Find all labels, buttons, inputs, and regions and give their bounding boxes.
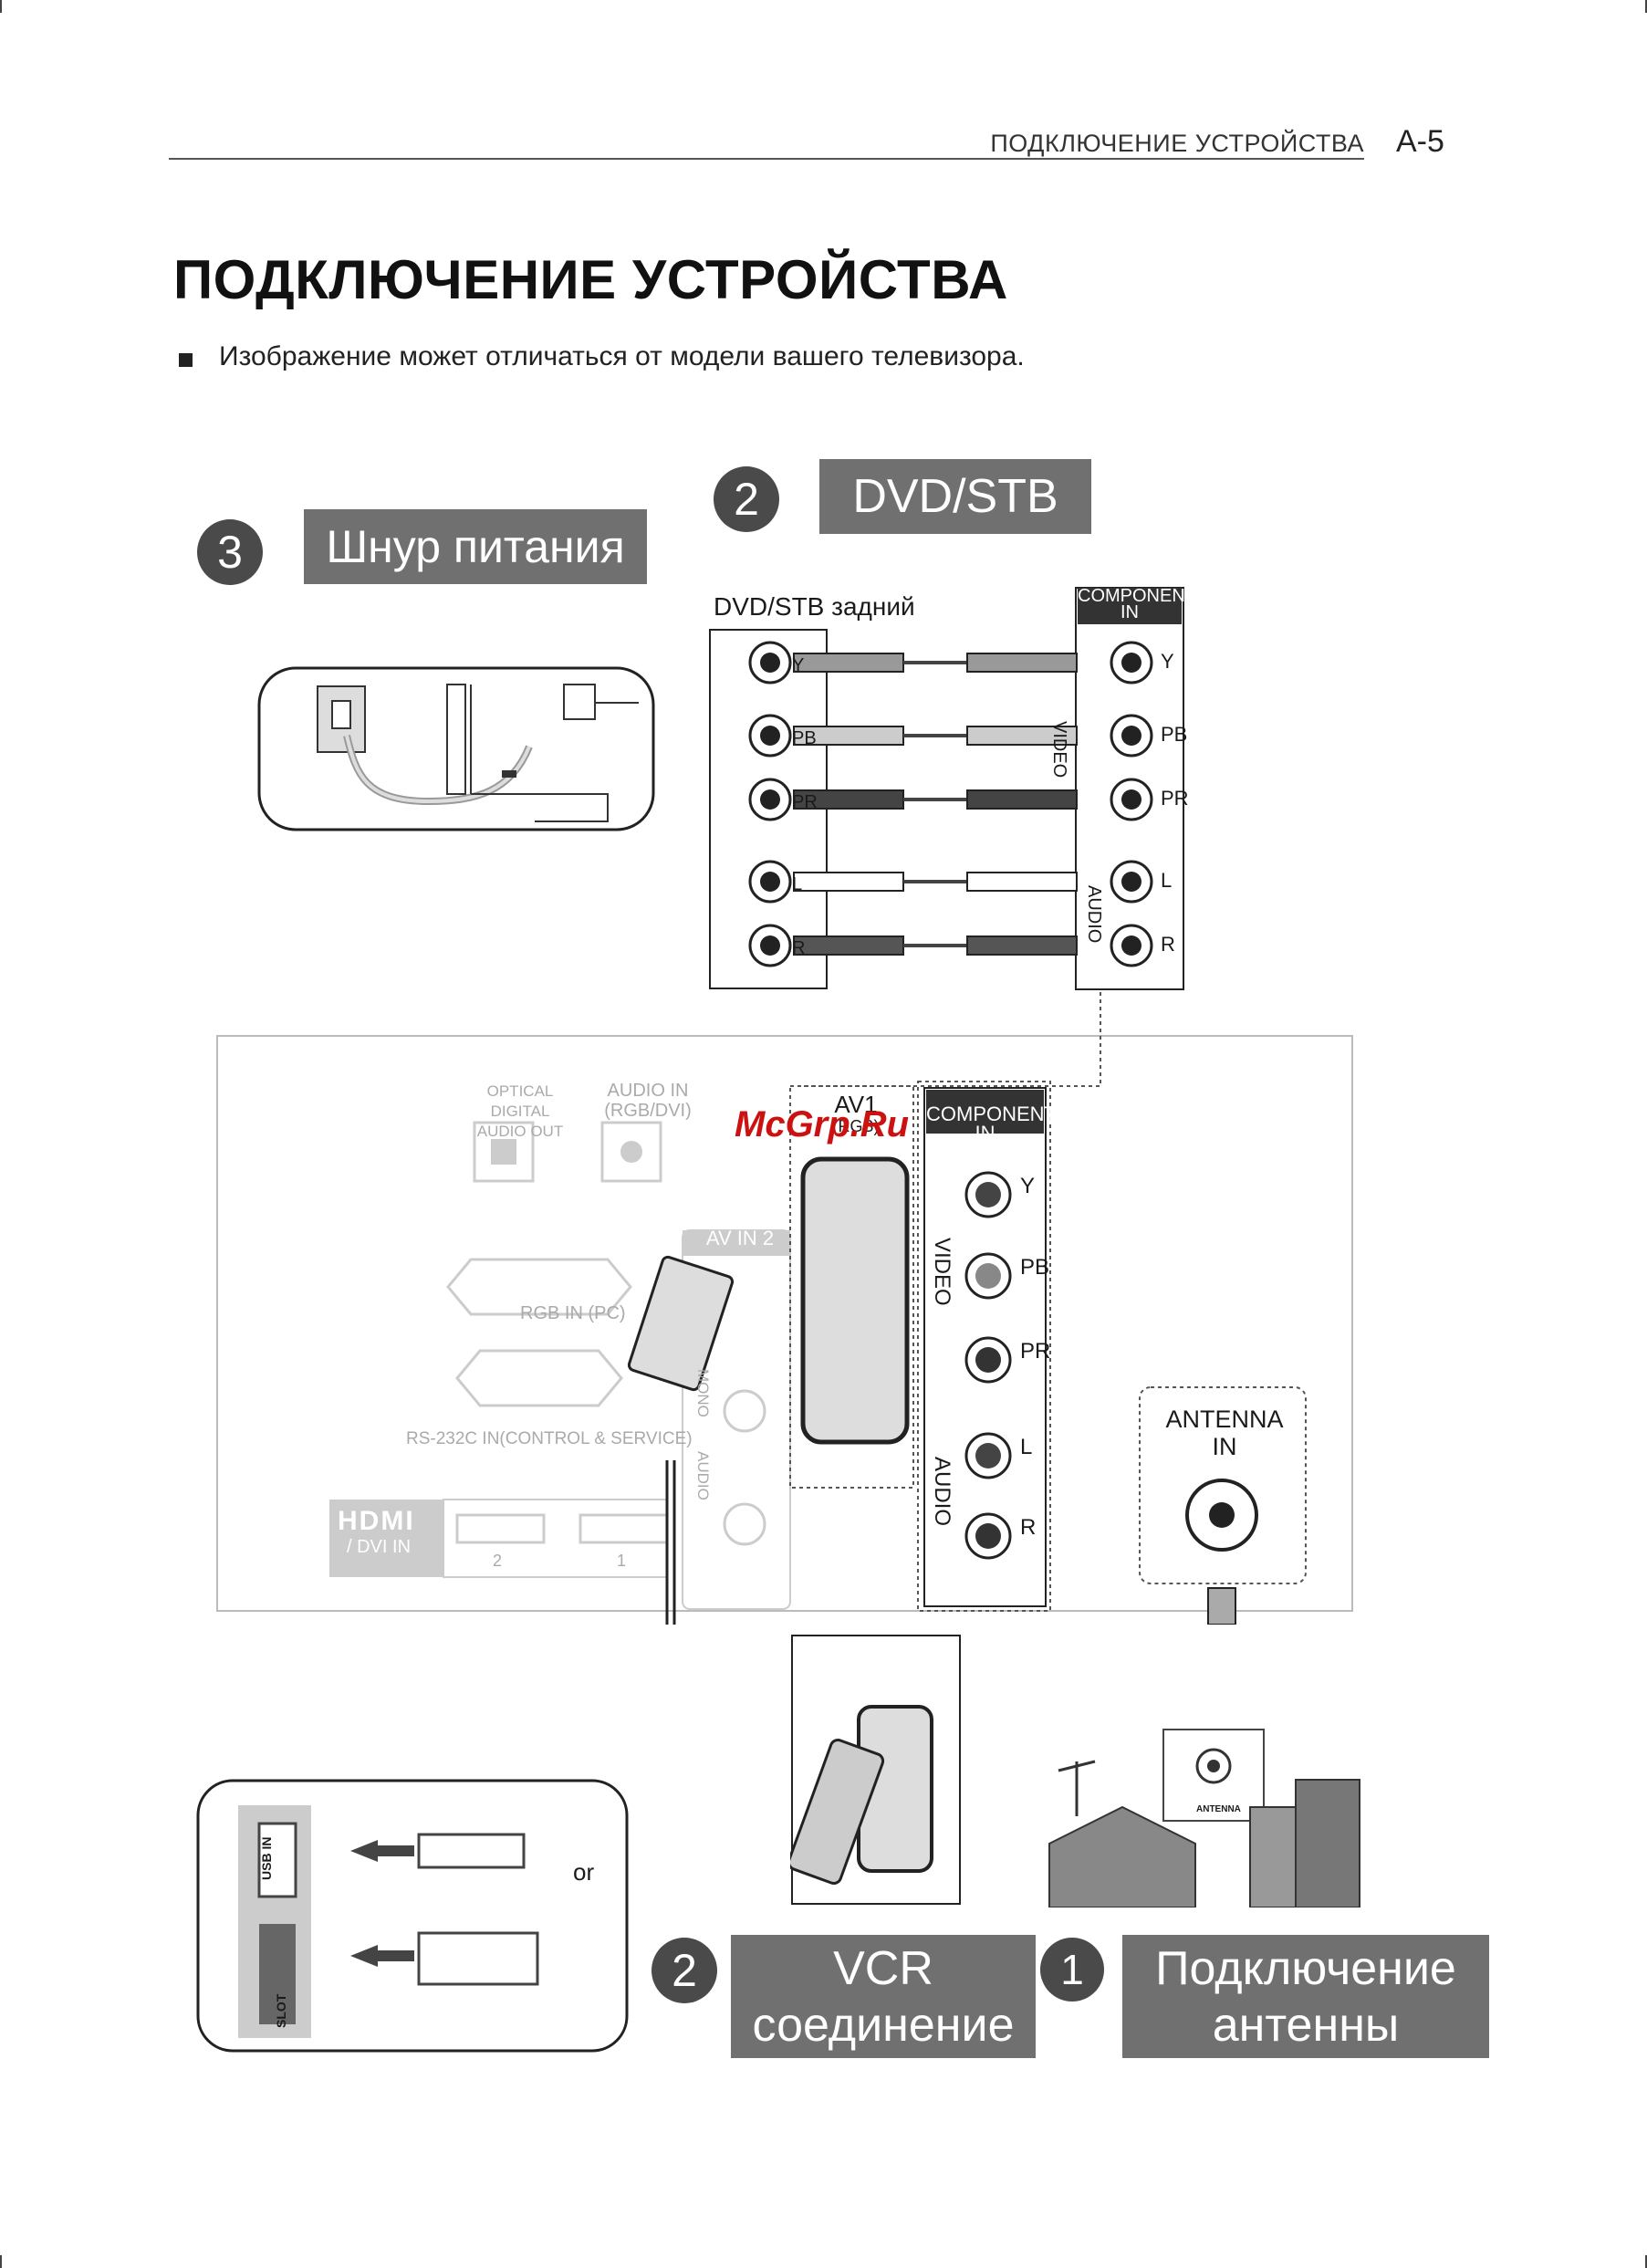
antenna-in-line2: IN: [1212, 1433, 1237, 1460]
av1-label: AV1 (RGB): [826, 1091, 886, 1137]
antenna-plate-label: ANTENNA: [1196, 1804, 1241, 1814]
dvd-port-label: PB: [792, 728, 817, 748]
component-port-label: PB: [1161, 723, 1188, 746]
memory-card-icon: [417, 1931, 539, 1986]
building-icon: [1249, 1806, 1297, 1907]
antenna-in-line1: ANTENNA: [1165, 1406, 1284, 1433]
label-power-cord: Шнур питания: [304, 509, 647, 584]
crop-mark: [1645, 0, 1647, 13]
antenna-line2: антенны: [1212, 1999, 1400, 2052]
dvd-rear-label: DVD/STB задний: [714, 592, 915, 621]
tv-component-port: PR: [1020, 1339, 1051, 1364]
rgb-in-label: RGB IN (PC): [520, 1303, 626, 1323]
header-rule: [169, 158, 1364, 160]
tv-video-label: VIDEO: [930, 1238, 954, 1306]
rs232-label: RS-232C IN(CONTROL & SERVICE): [406, 1429, 693, 1448]
audio-in-line1: AUDIO IN: [607, 1081, 689, 1101]
crop-mark: [1645, 2255, 1647, 2268]
audio-vertical-label: AUDIO: [694, 1451, 712, 1500]
label-dvd-stb: DVD/STB: [819, 459, 1091, 534]
label-vcr: VCR соединение: [731, 1935, 1036, 2058]
component-port-label: PR: [1161, 787, 1189, 810]
component-title-line1: COMPONENT: [1078, 586, 1196, 606]
tv-audio-label: AUDIO: [930, 1457, 954, 1527]
antenna-building-illustration: [1048, 1729, 1360, 1907]
optical-label-line1: OPTICAL DIGITAL: [486, 1082, 554, 1120]
dvd-port-label: R: [792, 938, 806, 958]
av1-line2: (RGB): [832, 1117, 880, 1135]
note-text: Изображение может отличаться от модели в…: [219, 341, 1025, 371]
av1-line1: AV1: [834, 1091, 878, 1118]
tv-component-title-line2: IN: [975, 1122, 995, 1144]
audio-in-label: AUDIO IN (RGB/DVI): [584, 1081, 712, 1121]
component-title-line2: IN: [1121, 602, 1139, 622]
mono-label: MONO: [694, 1369, 712, 1417]
or-label: or: [573, 1858, 595, 1886]
dvd-port-label: L: [792, 874, 803, 894]
usb-in-label: USB IN: [259, 1836, 274, 1880]
usb-slot-illustration: [196, 1779, 629, 2053]
slot-label: SLOT: [274, 1993, 288, 2028]
component-port-label: Y: [1161, 650, 1174, 673]
page-number: A-5: [1396, 124, 1444, 159]
tv-component-port: R: [1020, 1515, 1037, 1540]
crop-mark: [0, 2255, 2, 2268]
vcr-scart-illustration: [790, 1635, 961, 1905]
step-number-power: 3: [197, 519, 263, 585]
tv-rear-panel: [216, 992, 1353, 1625]
antenna-in-label: ANTENNA IN: [1141, 1406, 1308, 1460]
component-title-top: COMPONENT IN: [1078, 586, 1196, 622]
page-title: ПОДКЛЮЧЕНИЕ УСТРОЙСТВА: [173, 249, 1008, 310]
antenna-line1: Подключение: [1155, 1942, 1456, 1995]
optical-label-line2: AUDIO OUT: [476, 1123, 564, 1140]
tv-component-port: Y: [1020, 1174, 1036, 1198]
usb-plug-icon: [417, 1833, 526, 1869]
tv-component-title: COMPONENT IN: [926, 1103, 1057, 1144]
dvd-port-label: PR: [792, 792, 818, 812]
step-number-dvd: 2: [714, 466, 779, 532]
tv-component-port: PB: [1020, 1255, 1050, 1280]
hdmi-logo: HDMI: [338, 1506, 415, 1536]
watermark: McGrp.Ru: [735, 1104, 910, 1144]
video-group-label: VIDEO: [1049, 721, 1069, 779]
component-in-jacks: [1110, 641, 1153, 967]
hdmi-port-label: 2: [493, 1552, 503, 1570]
tv-component-port: L: [1020, 1435, 1033, 1459]
av-in2-label: AV IN 2: [705, 1227, 775, 1249]
dvd-jacks: [748, 641, 792, 967]
vcr-line2: соединение: [752, 1999, 1015, 2052]
component-cable-diagram: [709, 587, 1184, 990]
power-cord-illustration: [257, 666, 655, 831]
hdmi-port-label: 1: [617, 1552, 627, 1570]
tv-component-title-line1: COMPONENT: [926, 1103, 1057, 1125]
label-antenna: Подключение антенны: [1122, 1935, 1489, 2058]
audio-in-line2: (RGB/DVI): [604, 1101, 692, 1121]
component-port-label: L: [1161, 869, 1173, 892]
component-port-label: R: [1161, 933, 1175, 956]
house-icon: [1048, 1805, 1196, 1907]
step-number-antenna: 1: [1040, 1938, 1104, 2001]
crop-mark: [0, 0, 2, 13]
optical-label: OPTICAL DIGITAL AUDIO OUT: [456, 1082, 584, 1142]
tv-stand-icon: [446, 684, 466, 795]
audio-group-label: AUDIO: [1084, 885, 1104, 944]
dvd-port-label: Y: [792, 655, 805, 675]
running-title: ПОДКЛЮЧЕНИЕ УСТРОЙСТВА: [990, 130, 1364, 157]
rca-cables: [793, 653, 1078, 956]
vcr-line1: VCR: [833, 1942, 933, 1995]
dvi-in-label: / DVI IN: [347, 1537, 412, 1557]
bullet-icon: [179, 353, 193, 367]
step-number-vcr: 2: [652, 1938, 717, 2003]
